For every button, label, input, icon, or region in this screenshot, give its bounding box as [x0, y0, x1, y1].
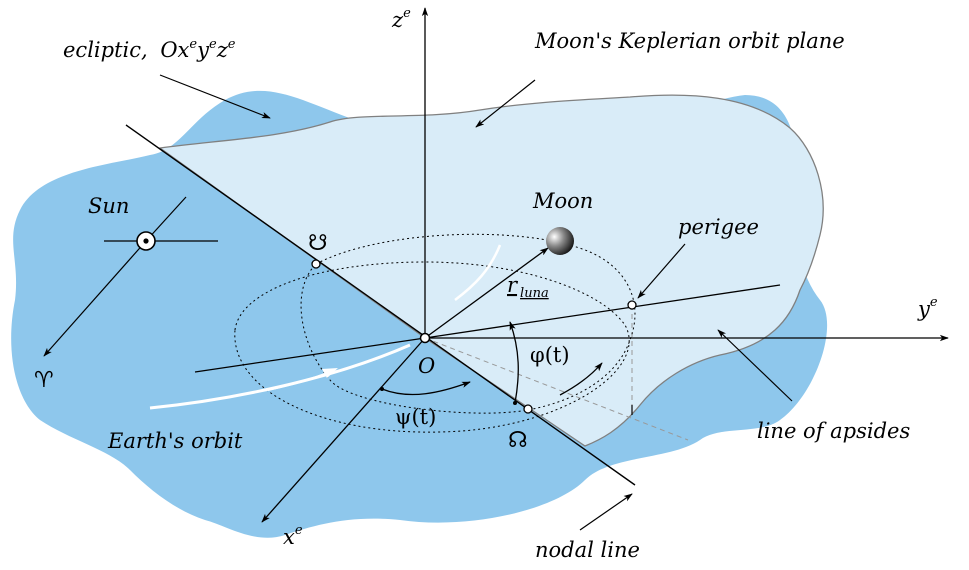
moon-sphere-icon	[546, 227, 574, 255]
psi-arc	[381, 381, 471, 396]
orbit-plane	[158, 94, 824, 447]
sun-crosshair-upper	[145, 196, 187, 242]
ecliptic-pointer	[159, 74, 271, 119]
moon-motion-arc	[454, 244, 502, 301]
r-luna-vector	[424, 247, 549, 339]
phi-label: φ(t)	[530, 343, 570, 367]
psi-arc-start	[380, 387, 384, 391]
phi-arc	[509, 321, 519, 404]
nodal-pointer	[579, 493, 633, 531]
z-axis-label: ze	[391, 6, 411, 32]
origin-point	[419, 332, 431, 344]
apsides-pointer	[717, 329, 793, 402]
moon-direction-arrow	[559, 362, 603, 396]
nodal-line	[125, 124, 636, 486]
x-axis-label: xe	[283, 523, 303, 549]
psi-label: ψ(t)	[395, 405, 436, 429]
descending-node-symbol: ☋	[308, 231, 328, 256]
perigee-label: perigee	[678, 215, 759, 239]
sun-label: Sun	[88, 194, 129, 218]
ecliptic-label: ecliptic, Oxeyeze	[63, 37, 236, 62]
earth-orbit-arrowhead	[322, 368, 338, 378]
ascending-node-symbol: ☊	[508, 428, 528, 453]
moon-orbit	[300, 233, 636, 414]
y-axis-label: ye	[917, 295, 938, 321]
moon-label: Moon	[532, 189, 593, 213]
orbit-plane-label: Moon's Keplerian orbit plane	[534, 29, 845, 53]
y-axis-back	[194, 337, 426, 373]
phi-arc-start	[513, 401, 517, 405]
aries-symbol: ♈	[34, 368, 54, 393]
x-axis	[261, 337, 426, 523]
apsides-label: line of apsides	[757, 419, 910, 443]
perigee-point	[627, 300, 637, 310]
perigee-pointer	[637, 243, 686, 299]
projection-line	[424, 337, 689, 441]
origin-label: O	[418, 354, 435, 378]
nodal-line-label: nodal line	[535, 538, 640, 562]
line-of-apsides	[424, 284, 781, 339]
sun-arrow	[43, 240, 147, 357]
earth-orbit	[234, 261, 630, 433]
orbit-plane-pointer	[475, 79, 536, 128]
ascending-node-point	[523, 404, 533, 414]
sun-symbol-icon	[136, 231, 156, 251]
descending-node-point	[311, 259, 321, 269]
earth-orbit-label: Earth's orbit	[107, 429, 243, 453]
